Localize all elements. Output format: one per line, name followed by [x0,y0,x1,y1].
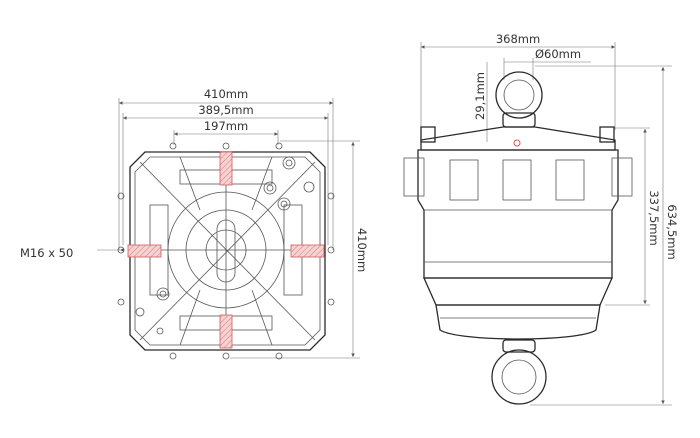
dim-width-inner: 197mm [204,119,248,133]
dim-width-outer: 410mm [204,87,248,101]
top-cap [420,126,616,151]
cooling-fins [403,157,633,263]
bolt-label: M16 x 50 [20,246,73,260]
side-view: 368mm Ø60mm 29,1mm 634,5mm 337,5mm [403,32,679,406]
dim-width: 368mm [496,32,540,46]
dim-total-height: 634,5mm [665,204,679,259]
dim-eye-diameter: Ø60mm [535,47,581,61]
housing-outline [129,151,326,351]
dim-height: 410mm [355,228,369,272]
mounting-lugs [117,142,335,360]
dim-body-height: 337,5mm [647,190,661,245]
lower-ring [422,277,614,306]
top-view: 410mm 389,5mm 197mm 410mm M16 x 50 [20,87,369,360]
dim-width-holes: 389,5mm [198,103,253,117]
bolt-hatches [127,151,325,349]
dim-eye-height: 29,1mm [473,72,487,120]
cable-glands [135,156,315,335]
eye-bolt-top [495,71,543,128]
lens-cover [435,304,601,340]
housing-body [417,149,619,279]
eye-bolt-bottom [491,339,547,405]
